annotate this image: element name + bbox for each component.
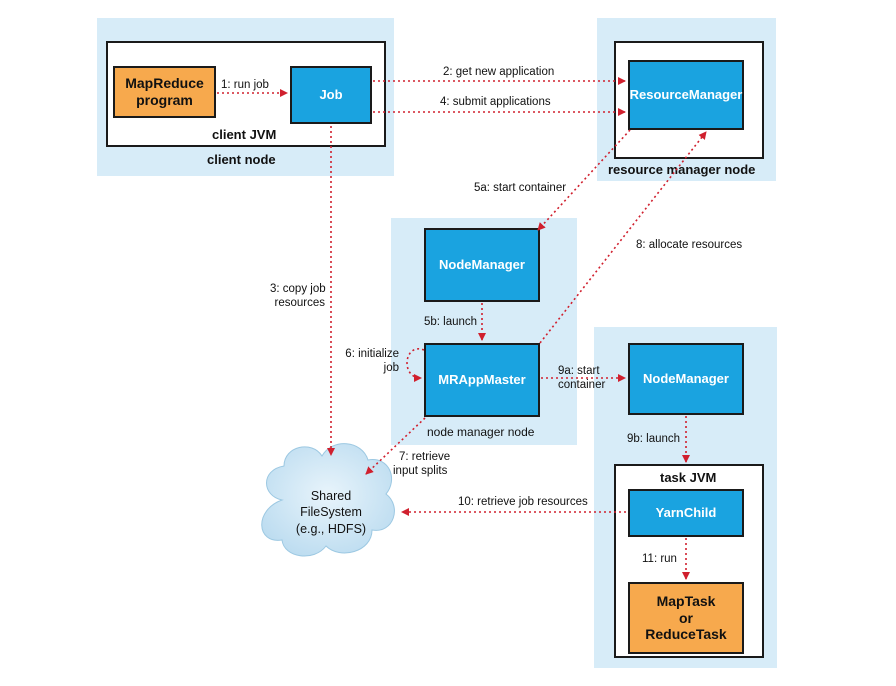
shared-filesystem-label: Shared FileSystem (e.g., HDFS) [282,488,380,537]
arrow-retrieve-input-splits [365,417,426,475]
step-7-label: 7: retrieve input splits [393,450,450,479]
step-6-line2: job [383,362,399,375]
map-task-line3: ReduceTask [645,626,727,643]
job-box: Job [290,66,372,124]
step-9a-line2: container [558,379,606,392]
step-9b-label: 9b: launch [627,433,681,445]
step-10-label: 10: retrieve job resources [458,496,588,508]
step-1-label: 1: run job [221,79,269,91]
client-jvm-label: client JVM [212,127,277,142]
arrow-initialize-job [406,348,425,382]
shared-filesystem-cloud [261,443,395,557]
map-task-line1: MapTask [656,592,716,609]
client-node-label: client node [207,152,276,167]
step-7-line2: input splits [393,465,448,478]
node-manager-box-2: NodeManager [628,343,744,415]
task-jvm-label: task JVM [660,470,717,485]
step-3-line2: resources [274,297,326,310]
resource-manager-box: ResourceManager [628,60,744,130]
shared-fs-line2: FileSystem [300,505,362,520]
step-4-label: 4: submit applications [440,96,551,108]
mapreduce-program-box: MapReduce program [113,66,216,118]
map-task-line2: or [679,609,693,626]
step-8-label: 8: allocate resources [636,239,743,251]
shared-fs-line1: Shared [310,489,352,503]
mapreduce-program-line2: program [136,92,193,108]
step-11-label: 11: run [642,553,677,565]
node-manager-node-label: node manager node [427,425,535,439]
step-9a-label: 9a: start container [558,364,605,393]
step-3-label: 3: copy job resources [270,282,326,311]
step-9a-line1: 9a: start [558,365,600,377]
shared-fs-line3: (e.g., HDFS) [295,521,367,536]
mr-app-master-box: MRAppMaster [424,343,540,417]
step-5a-label: 5a: start container [474,182,567,194]
step-5b-label: 5b: launch [424,316,478,328]
arrow-start-container [537,129,631,231]
mapreduce-program-line1: MapReduce [125,75,204,92]
resource-manager-node-label: resource manager node [608,162,756,177]
step-2-label: 2: get new application [443,66,555,78]
step-3-line1: 3: copy job [270,283,326,295]
map-reduce-task-box: MapTask or ReduceTask [628,582,744,654]
step-7-line1: 7: retrieve [399,451,451,463]
yarn-child-box: YarnChild [628,489,744,537]
step-6-label: 6: initialize job [340,347,399,376]
step-6-line1: 6: initialize [345,348,399,360]
node-manager-box-1: NodeManager [424,228,540,302]
